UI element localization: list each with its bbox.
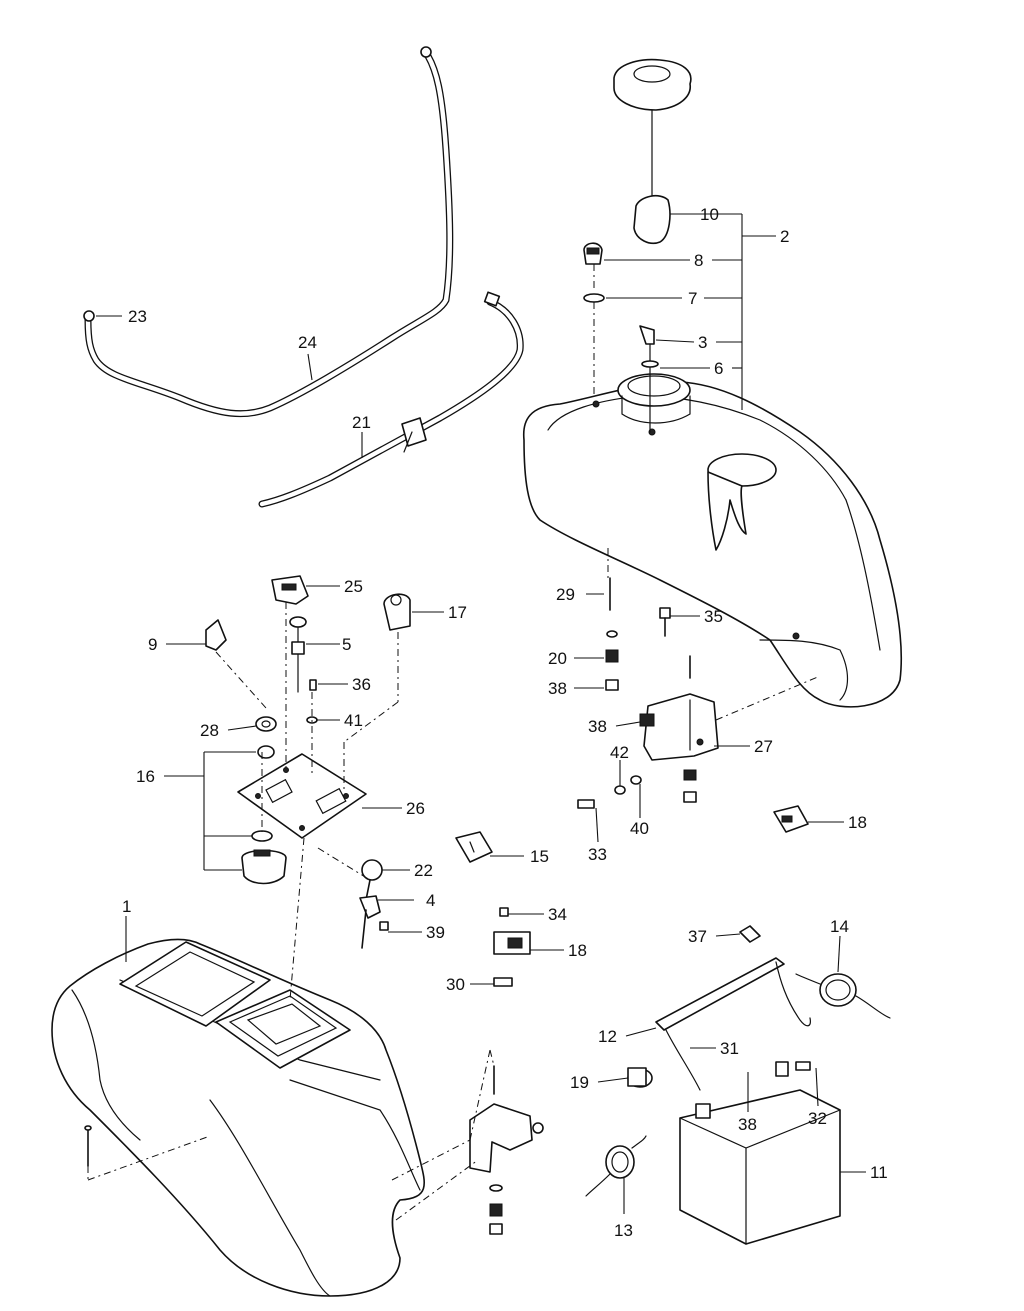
callout-24: 24 [298,333,317,352]
washer-20 [605,630,619,663]
nut-28 [255,716,277,732]
rear-bracket [469,1065,544,1235]
callout-14: 14 [830,917,849,936]
callout-10: 10 [700,205,719,224]
choke-5 [289,616,307,693]
callout-leaders [96,213,866,1214]
callout-29: 29 [556,585,575,604]
callout-32: 32 [808,1109,827,1128]
fuel-sender [639,325,659,433]
relay-15 [455,831,493,863]
callout-35: 35 [704,607,723,626]
callout-8: 8 [694,251,703,270]
callout-9: 9 [148,635,157,654]
solenoid-18b [493,931,531,955]
console-body [51,938,425,1297]
callout-17: 17 [448,603,467,622]
callout-36: 36 [352,675,371,694]
callout-5: 5 [342,635,351,654]
hose-clamp-23 [83,310,95,322]
callout-38a: 38 [548,679,567,698]
throttle-lever-4 [359,859,389,949]
boot-19 [627,1067,653,1088]
callout-12: 12 [598,1027,617,1046]
callout-23: 23 [128,307,147,326]
callout-42: 42 [610,743,629,762]
callout-19: 19 [570,1073,589,1092]
callout-31: 31 [720,1039,739,1058]
callout-22: 22 [414,861,433,880]
screw-34 [499,907,509,917]
switch-17 [383,593,411,631]
battery-strap-12 [655,957,811,1091]
callout-38b: 38 [588,717,607,736]
callout-27: 27 [754,737,773,756]
callout-30: 30 [446,975,465,994]
bolt-35 [659,607,671,637]
assembly-lines [87,264,821,1221]
fuel-gauge [583,242,603,265]
callout-40: 40 [630,819,649,838]
callout-labels: 1 2 3 4 5 6 7 8 9 10 11 12 13 14 15 16 1… [122,205,888,1240]
solenoid-18a [773,805,809,833]
callout-16: 16 [136,767,155,786]
nut-38 [605,679,619,691]
screw-36 [309,679,317,691]
callout-2: 2 [780,227,789,246]
callout-15: 15 [530,847,549,866]
switch-25 [271,575,309,605]
terminal-bolt-32 [775,1061,811,1077]
callout-28: 28 [200,721,219,740]
cable-14 [795,973,891,1019]
knob-9 [205,619,227,651]
callout-1: 1 [122,897,131,916]
cable-13 [585,1135,647,1197]
callout-21: 21 [352,413,371,432]
callout-33: 33 [588,845,607,864]
callout-13: 13 [614,1221,633,1240]
bolt-33 [577,799,595,809]
bracket-27 [643,693,719,761]
fuel-filter-21 [401,417,427,453]
washer-40 [630,775,642,785]
plate-30 [493,977,513,987]
callout-25: 25 [344,577,363,596]
callout-18b: 18 [568,941,587,960]
hose-24 [84,52,454,418]
callout-26: 26 [406,799,425,818]
fuel-line-21 [258,291,524,508]
ignition-switch-16 [241,745,287,885]
hose-clamp-top [420,46,432,58]
callout-38c: 38 [738,1115,757,1134]
washer-42 [614,785,626,795]
callout-20: 20 [548,649,567,668]
callout-41: 41 [344,711,363,730]
callout-34: 34 [548,905,567,924]
callout-3: 3 [698,333,707,352]
nut-38b [639,713,655,727]
gasket [583,293,605,303]
spring-nut [683,769,697,803]
fuel-cap [613,58,692,244]
callout-4: 4 [426,891,435,910]
control-plate [237,753,367,839]
wing-nut-37 [739,925,761,943]
battery-11 [679,1089,841,1245]
callout-6: 6 [714,359,723,378]
callout-11: 11 [870,1163,888,1182]
callout-7: 7 [688,289,697,308]
callout-39: 39 [426,923,445,942]
callout-18a: 18 [848,813,867,832]
fuel-tank [522,373,903,708]
callout-37: 37 [688,927,707,946]
